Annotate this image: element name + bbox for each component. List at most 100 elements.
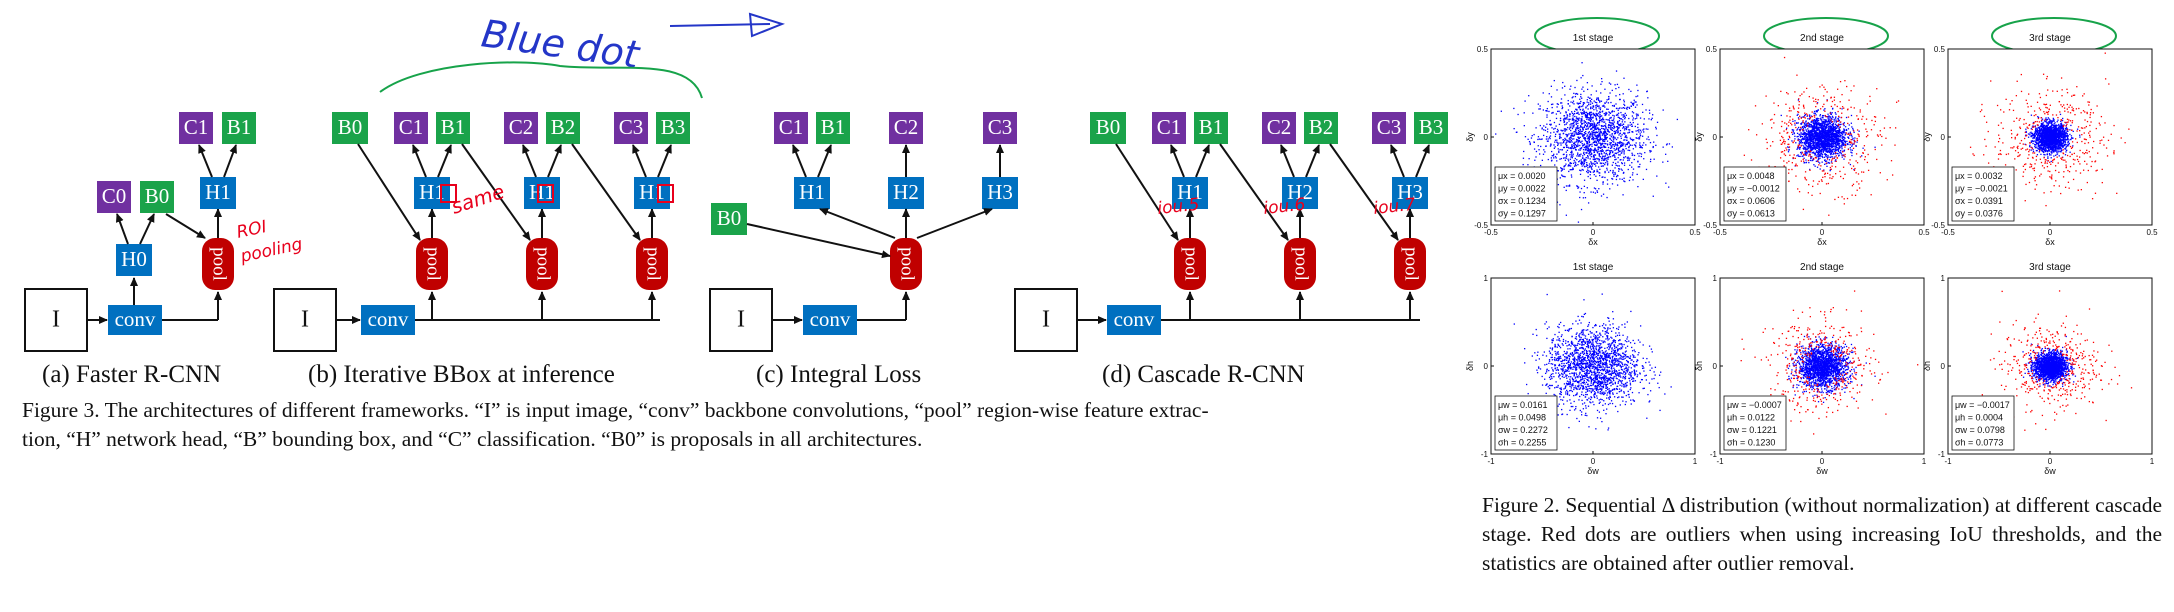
scatter-point	[1605, 138, 1607, 140]
scatter-point	[1830, 168, 1832, 170]
scatter-point	[1840, 149, 1842, 152]
scatter-point	[1590, 133, 1592, 135]
scatter-point	[1818, 145, 1820, 147]
scatter-point	[2032, 121, 2035, 124]
scatter-point	[1572, 132, 1574, 134]
scatter-point	[1780, 143, 1782, 145]
scatter-point	[1832, 141, 1834, 143]
scatter-point	[1550, 143, 1552, 145]
scatter-point	[1808, 139, 1811, 141]
scatter-point	[1589, 123, 1592, 125]
scatter-point	[1828, 115, 1830, 117]
scatter-point	[1800, 139, 1803, 141]
scatter-point	[1595, 128, 1597, 131]
scatter-point	[1841, 145, 1843, 147]
scatter-point	[1801, 155, 1803, 158]
scatter-point	[1601, 110, 1604, 112]
scatter-point	[2064, 154, 2067, 156]
scatter-point	[1625, 114, 1628, 116]
scatter-point	[1802, 138, 1804, 141]
scatter-point	[1617, 128, 1619, 130]
scatter-point	[1856, 141, 1858, 143]
scatter-point	[1552, 155, 1555, 157]
scatter-point	[1818, 180, 1820, 183]
scatter-point	[1835, 113, 1837, 115]
panel-b-conv-label: conv	[368, 307, 409, 331]
scatter-point	[1571, 127, 1574, 130]
scatter-point	[1809, 142, 1811, 144]
scatter-point	[1589, 144, 1591, 146]
scatter-point	[1592, 134, 1594, 136]
scatter-point	[1635, 130, 1637, 132]
scatter-point	[1612, 114, 1614, 117]
scatter-point	[1598, 135, 1601, 137]
scatter-point	[2063, 136, 2065, 138]
scatter-point	[1821, 128, 1823, 131]
scatter-point	[1573, 159, 1575, 162]
scatter-point	[1585, 140, 1588, 143]
scatter-point	[1583, 164, 1585, 166]
scatter-point	[1571, 134, 1573, 137]
scatter-point	[1595, 127, 1597, 129]
scatter-point	[1586, 163, 1588, 166]
scatter-point	[1568, 133, 1570, 135]
scatter-point	[1559, 204, 1561, 206]
scatter-point	[1632, 117, 1635, 119]
scatter-point	[1638, 129, 1640, 131]
scatter-point	[1566, 122, 1568, 124]
scatter-point	[1637, 126, 1639, 129]
scatter-point	[1866, 103, 1869, 105]
scatter-point	[1823, 145, 1826, 148]
scatter-point	[1837, 142, 1839, 144]
scatter-point	[1815, 127, 1818, 129]
scatter-point	[1822, 132, 1824, 135]
scatter-point	[1591, 153, 1593, 155]
scatter-point	[1833, 121, 1835, 123]
scatter-point	[1801, 144, 1803, 146]
scatter-point	[1829, 174, 1831, 176]
scatter-point	[2057, 145, 2059, 147]
scatter-point	[1837, 147, 1840, 149]
scatter-point	[1576, 139, 1578, 141]
scatter-point	[1804, 178, 1806, 180]
scatter-point	[1825, 150, 1827, 153]
scatter-point	[1590, 152, 1592, 154]
scatter-point	[1615, 148, 1617, 151]
scatter-point	[1849, 134, 1851, 137]
scatter-point	[1601, 143, 1603, 146]
scatter-point	[1821, 136, 1823, 139]
scatter-point	[1844, 143, 1847, 146]
scatter-point	[1605, 134, 1607, 136]
scatter-point	[1565, 117, 1567, 120]
scatter-point	[1821, 133, 1823, 135]
scatter-point	[1604, 121, 1606, 123]
panel-d-h1: H1	[1172, 177, 1208, 209]
scatter-point	[1617, 149, 1620, 151]
scatter-point	[1830, 145, 1832, 147]
scatter-point	[1837, 155, 1840, 157]
scatter-point	[1582, 161, 1584, 163]
scatter-point	[1788, 180, 1790, 182]
scatter-point	[2027, 136, 2030, 138]
scatter-point	[1815, 143, 1817, 145]
panel-d-b1-label: B1	[1199, 115, 1224, 139]
scatter-point	[2031, 132, 2034, 135]
scatter-point	[1614, 156, 1616, 159]
panel-c-b0-label: B0	[717, 206, 742, 230]
arrow	[357, 143, 421, 241]
scatter-point	[1849, 159, 1851, 161]
scatter-point	[1569, 88, 1571, 90]
scatter-point	[1831, 162, 1833, 164]
scatter-point	[1825, 123, 1827, 126]
scatter-point	[1810, 140, 1813, 143]
scatter-point	[2050, 123, 2053, 125]
scatter-point	[1578, 107, 1580, 109]
scatter-point	[1591, 163, 1593, 165]
scatter-point	[1606, 149, 1608, 152]
scatter-point	[1837, 150, 1840, 152]
scatter-point	[1617, 127, 1619, 129]
scatter-point	[1570, 129, 1572, 132]
scatter-point	[1533, 133, 1535, 136]
scatter-point	[1577, 131, 1579, 134]
scatter-point	[2062, 141, 2064, 143]
